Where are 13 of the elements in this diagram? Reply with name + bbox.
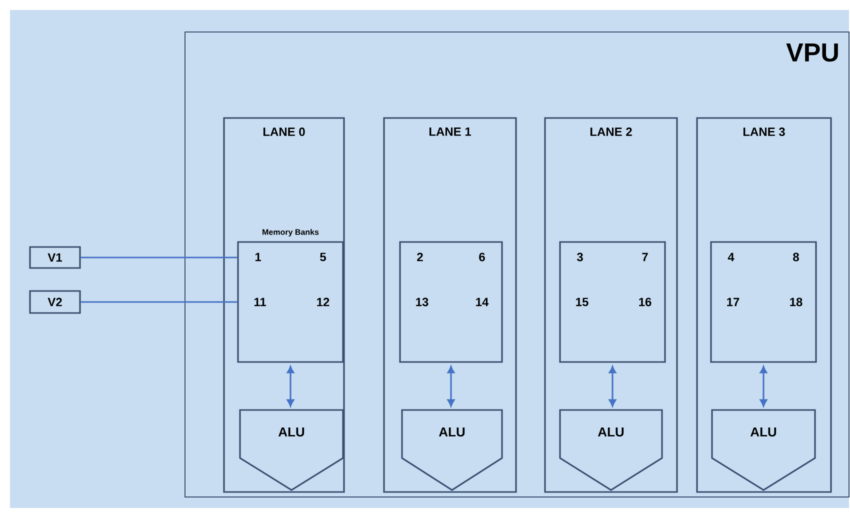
register-box: V2 <box>29 290 81 314</box>
register-box: V1 <box>29 246 81 269</box>
connector <box>286 366 294 407</box>
memory-bank-box: 3 7 15 16 <box>559 241 666 363</box>
memory-bank-box: Memory Banks 1 5 11 12 <box>237 229 344 363</box>
connector <box>80 256 238 258</box>
connector <box>608 366 616 407</box>
node-label: Memory Banks <box>262 229 319 236</box>
connector <box>80 301 238 303</box>
connector <box>447 366 455 407</box>
memory-bank-box: 2 6 13 14 <box>399 241 503 363</box>
memory-bank-box: 4 8 17 18 <box>710 241 817 363</box>
connector <box>760 366 768 407</box>
